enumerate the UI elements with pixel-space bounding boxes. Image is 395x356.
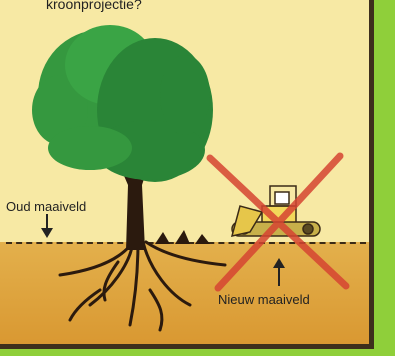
old-level-label: Oud maaiveld (6, 199, 86, 214)
new-level-label: Nieuw maaiveld (218, 292, 310, 307)
illustration-svg (0, 0, 374, 349)
roots-icon (60, 242, 225, 330)
tree-icon (32, 25, 213, 182)
illustration-panel: kroonprojectie? (0, 0, 374, 349)
arrow-down-icon (41, 214, 53, 238)
arrow-up-icon (273, 258, 285, 286)
soil-clods (155, 230, 210, 244)
